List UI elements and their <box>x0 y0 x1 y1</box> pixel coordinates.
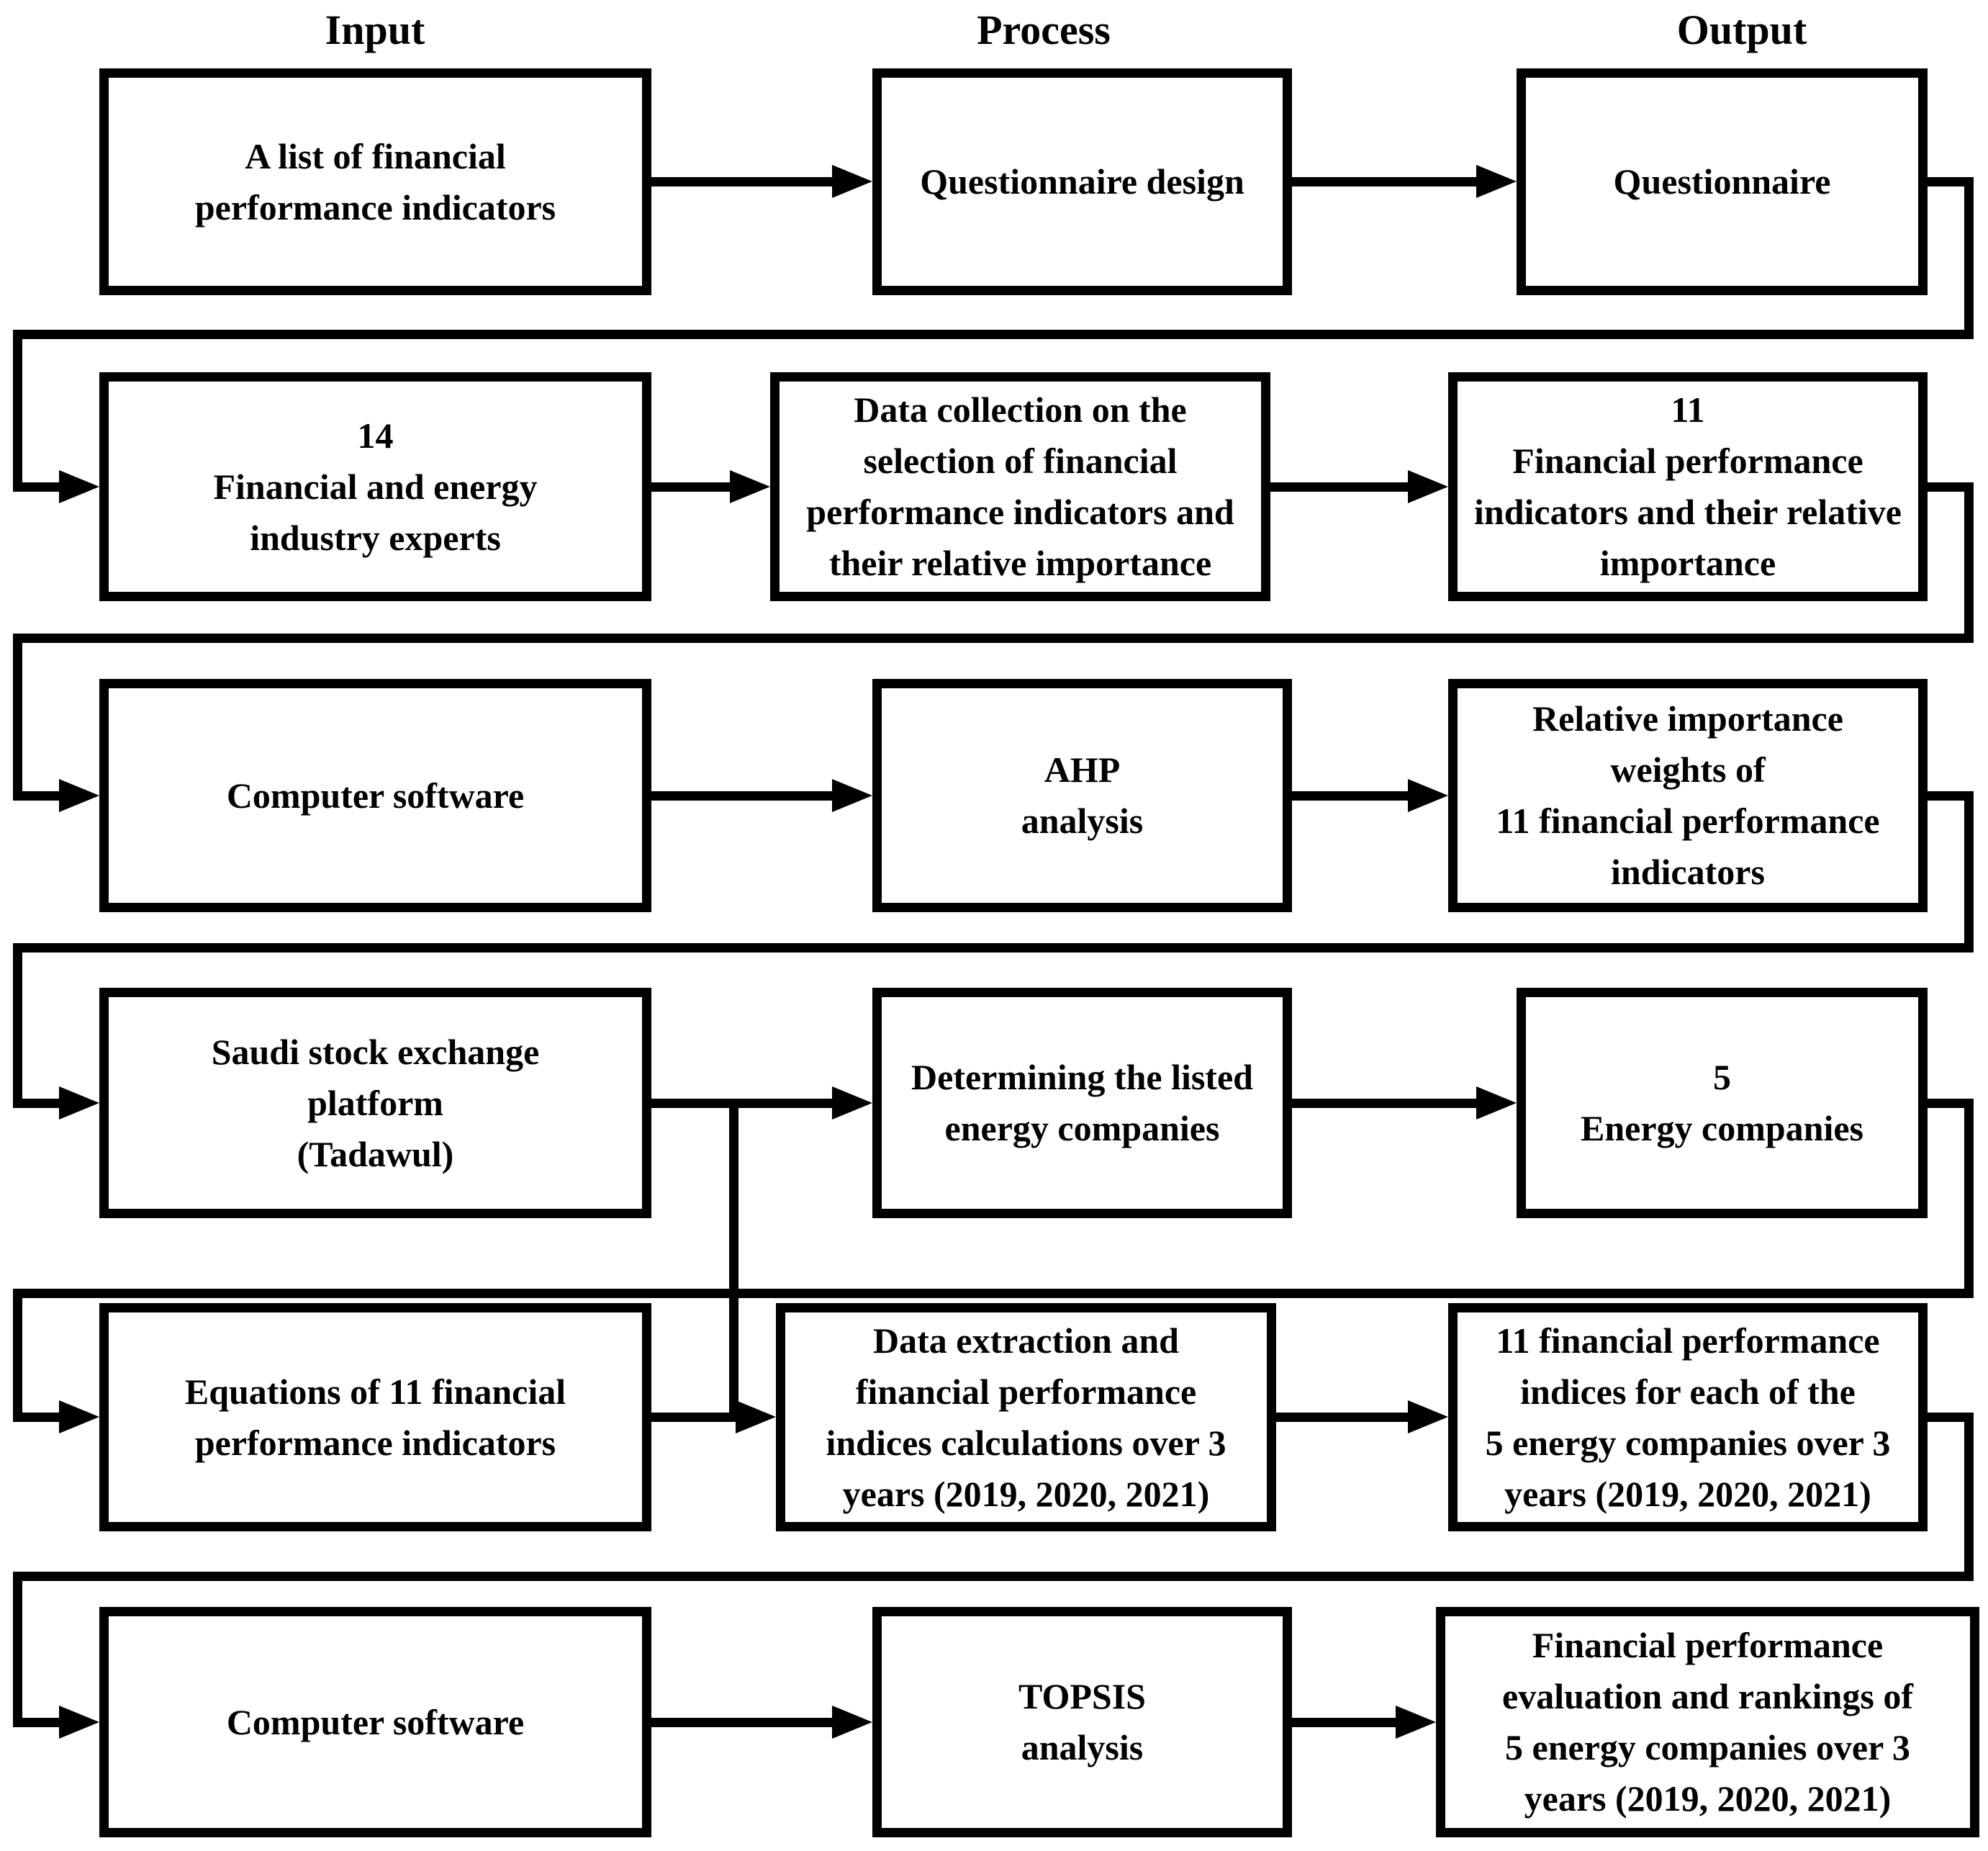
arrow-head-icon <box>59 1400 99 1433</box>
arrow-head-icon <box>59 470 99 503</box>
box-process-row1: Questionnaire design <box>872 68 1292 295</box>
connector-row4-process-to-output <box>1292 1099 1483 1108</box>
box-output-row3: Relative importance weights of 11 financ… <box>1448 679 1928 912</box>
connector-row5-input-to-process <box>651 1413 743 1422</box>
connector-wrap5-return <box>13 1572 1974 1581</box>
box-output-row5: 11 financial performance indices for eac… <box>1448 1303 1928 1531</box>
connector-wrap1-return <box>13 330 1974 339</box>
connector-wrap4-left <box>13 1289 22 1422</box>
box-process-row3: AHP analysis <box>872 679 1292 912</box>
arrow-head-icon <box>59 1086 99 1120</box>
connector-wrap1-exit <box>1928 177 1974 186</box>
connector-wrap4-exit <box>1928 1099 1974 1108</box>
arrow-head-icon <box>832 1706 872 1739</box>
arrow-head-icon <box>832 165 872 198</box>
arrow-head-icon <box>730 470 770 503</box>
connector-row3-process-to-output <box>1292 791 1415 801</box>
connector-row5-process-to-output <box>1276 1413 1415 1422</box>
box-process-row2: Data collection on the selection of fina… <box>770 372 1270 601</box>
box-input-row1: A list of financial performance indicato… <box>99 68 651 295</box>
box-output-row6: Financial performance evaluation and ran… <box>1436 1607 1979 1837</box>
connector-wrap1-left <box>13 330 22 492</box>
connector-wrap5-right <box>1964 1413 1974 1581</box>
box-output-row1: Questionnaire <box>1517 68 1928 295</box>
arrow-head-icon <box>1408 470 1448 503</box>
connector-row2-input-to-process <box>651 482 737 492</box>
connector-wrap3-left <box>13 943 22 1108</box>
column-header-input: Input <box>325 6 425 53</box>
box-output-row4: 5 Energy companies <box>1517 988 1928 1218</box>
arrow-head-icon <box>1396 1706 1436 1739</box>
connector-wrap3-return <box>13 943 1974 952</box>
arrow-head-icon <box>59 779 99 812</box>
box-input-row5: Equations of 11 financial performance in… <box>99 1303 651 1531</box>
arrow-head-icon <box>736 1400 776 1433</box>
connector-wrap2-right <box>1964 482 1974 643</box>
connector-wrap5-left <box>13 1572 22 1727</box>
connector-row3-input-to-process <box>651 791 839 801</box>
arrow-head-icon <box>59 1706 99 1739</box>
box-process-row5: Data extraction and financial performanc… <box>776 1303 1276 1531</box>
box-input-row6: Computer software <box>99 1607 651 1837</box>
box-process-row4: Determining the listed energy companies <box>872 988 1292 1218</box>
connector-branch-tadawul-to-row5 <box>729 1099 738 1422</box>
column-header-output: Output <box>1676 6 1807 53</box>
connector-row2-process-to-output <box>1270 482 1415 492</box>
connector-wrap2-left <box>13 634 22 801</box>
box-input-row4: Saudi stock exchange platform (Tadawul) <box>99 988 651 1218</box>
connector-wrap3-exit <box>1928 791 1974 801</box>
connector-wrap5-exit <box>1928 1413 1974 1422</box>
connector-row1-process-to-output <box>1292 177 1483 186</box>
box-input-row3: Computer software <box>99 679 651 912</box>
arrow-head-icon <box>1476 1086 1517 1120</box>
connector-wrap3-right <box>1964 791 1974 952</box>
connector-wrap1-right <box>1964 177 1974 339</box>
connector-row1-input-to-process <box>651 177 839 186</box>
arrow-head-icon <box>832 779 872 812</box>
box-input-row2: 14 Financial and energy industry experts <box>99 372 651 601</box>
arrow-head-icon <box>1408 779 1448 812</box>
arrow-head-icon <box>1476 165 1517 198</box>
connector-wrap4-right <box>1964 1099 1974 1298</box>
arrow-head-icon <box>832 1086 872 1120</box>
column-header-process: Process <box>977 6 1111 53</box>
connector-row6-input-to-process <box>651 1718 839 1727</box>
connector-wrap4-return <box>13 1289 1974 1298</box>
arrow-head-icon <box>1408 1400 1448 1433</box>
connector-wrap2-exit <box>1928 482 1974 492</box>
box-process-row6: TOPSIS analysis <box>872 1607 1292 1837</box>
box-output-row2: 11 Financial performance indicators and … <box>1448 372 1928 601</box>
connector-wrap2-return <box>13 634 1974 643</box>
connector-row6-process-to-output <box>1292 1718 1403 1727</box>
connector-row4-input-to-process <box>651 1099 839 1108</box>
